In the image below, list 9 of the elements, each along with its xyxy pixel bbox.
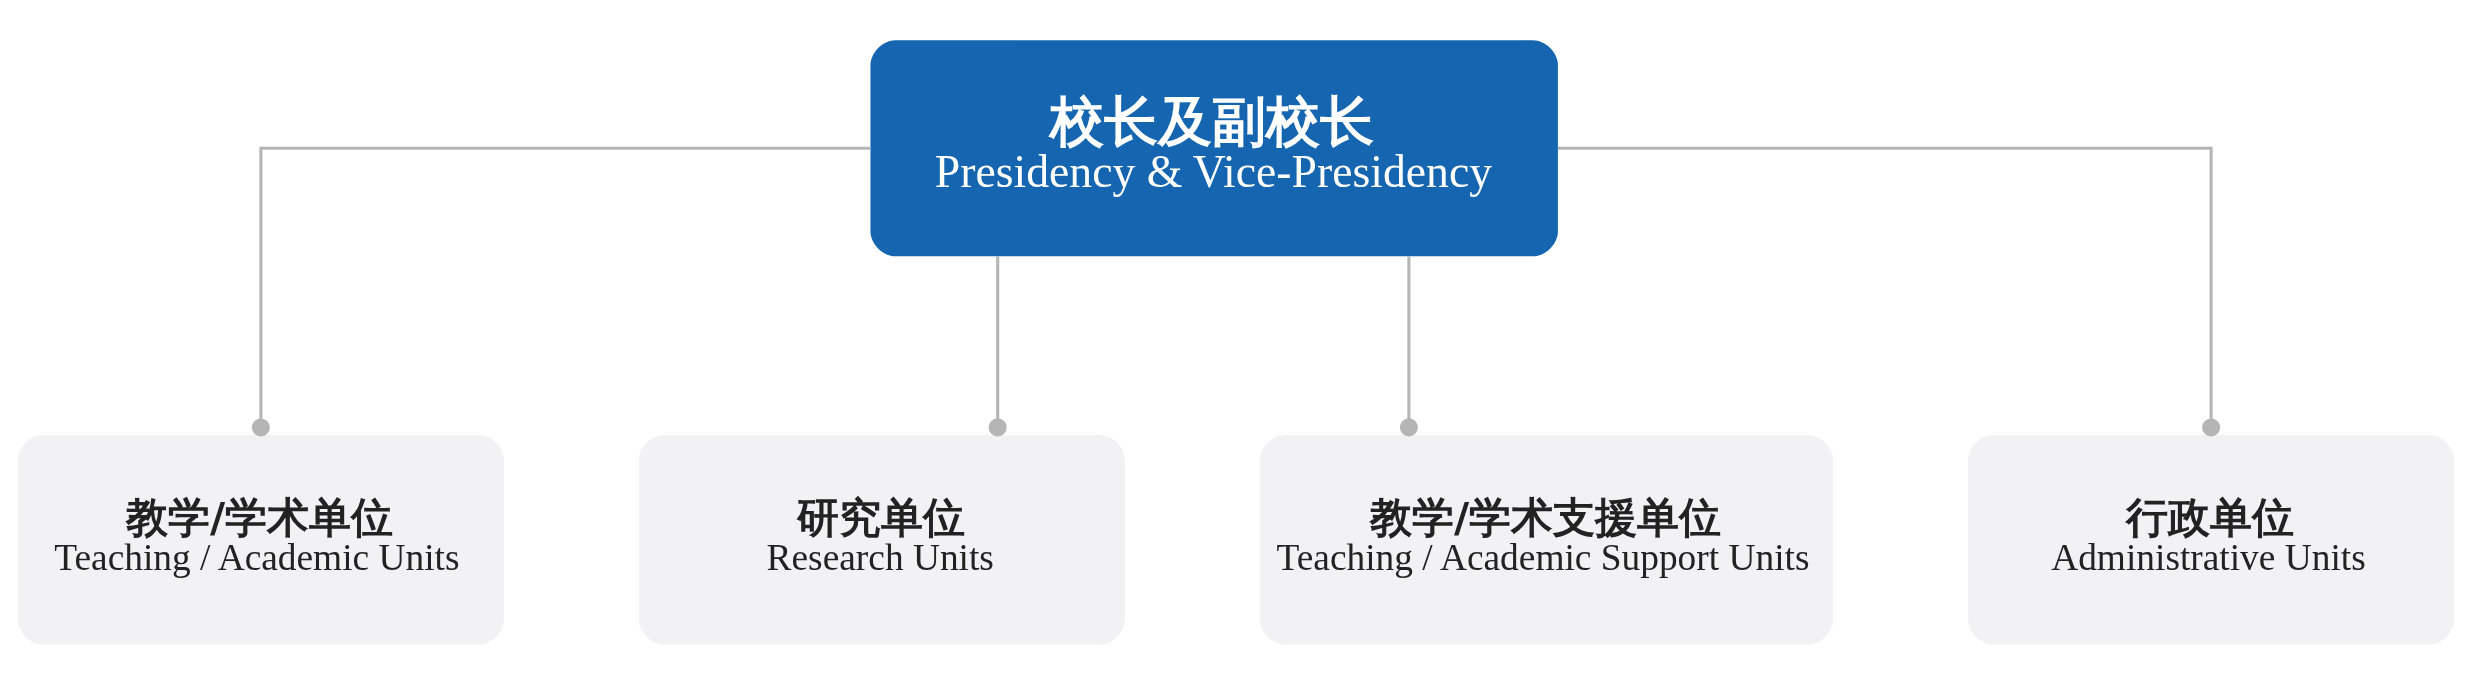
node-box: 校长及副校长 Presidency & Vice-Presidency <box>870 39 1558 256</box>
node-box: 行政单位 Administrative Units <box>1968 434 2455 645</box>
connector <box>1557 146 2221 436</box>
node-box: 教学/学术支援单位 Teaching / Academic Support Units <box>1259 434 1834 645</box>
node-box: 教学/学术单位 Teaching / Academic Units <box>17 434 504 645</box>
connector <box>988 255 1007 436</box>
node-box: 研究单位 Research Units <box>638 434 1125 645</box>
connector <box>251 146 871 436</box>
connector <box>1399 255 1418 436</box>
